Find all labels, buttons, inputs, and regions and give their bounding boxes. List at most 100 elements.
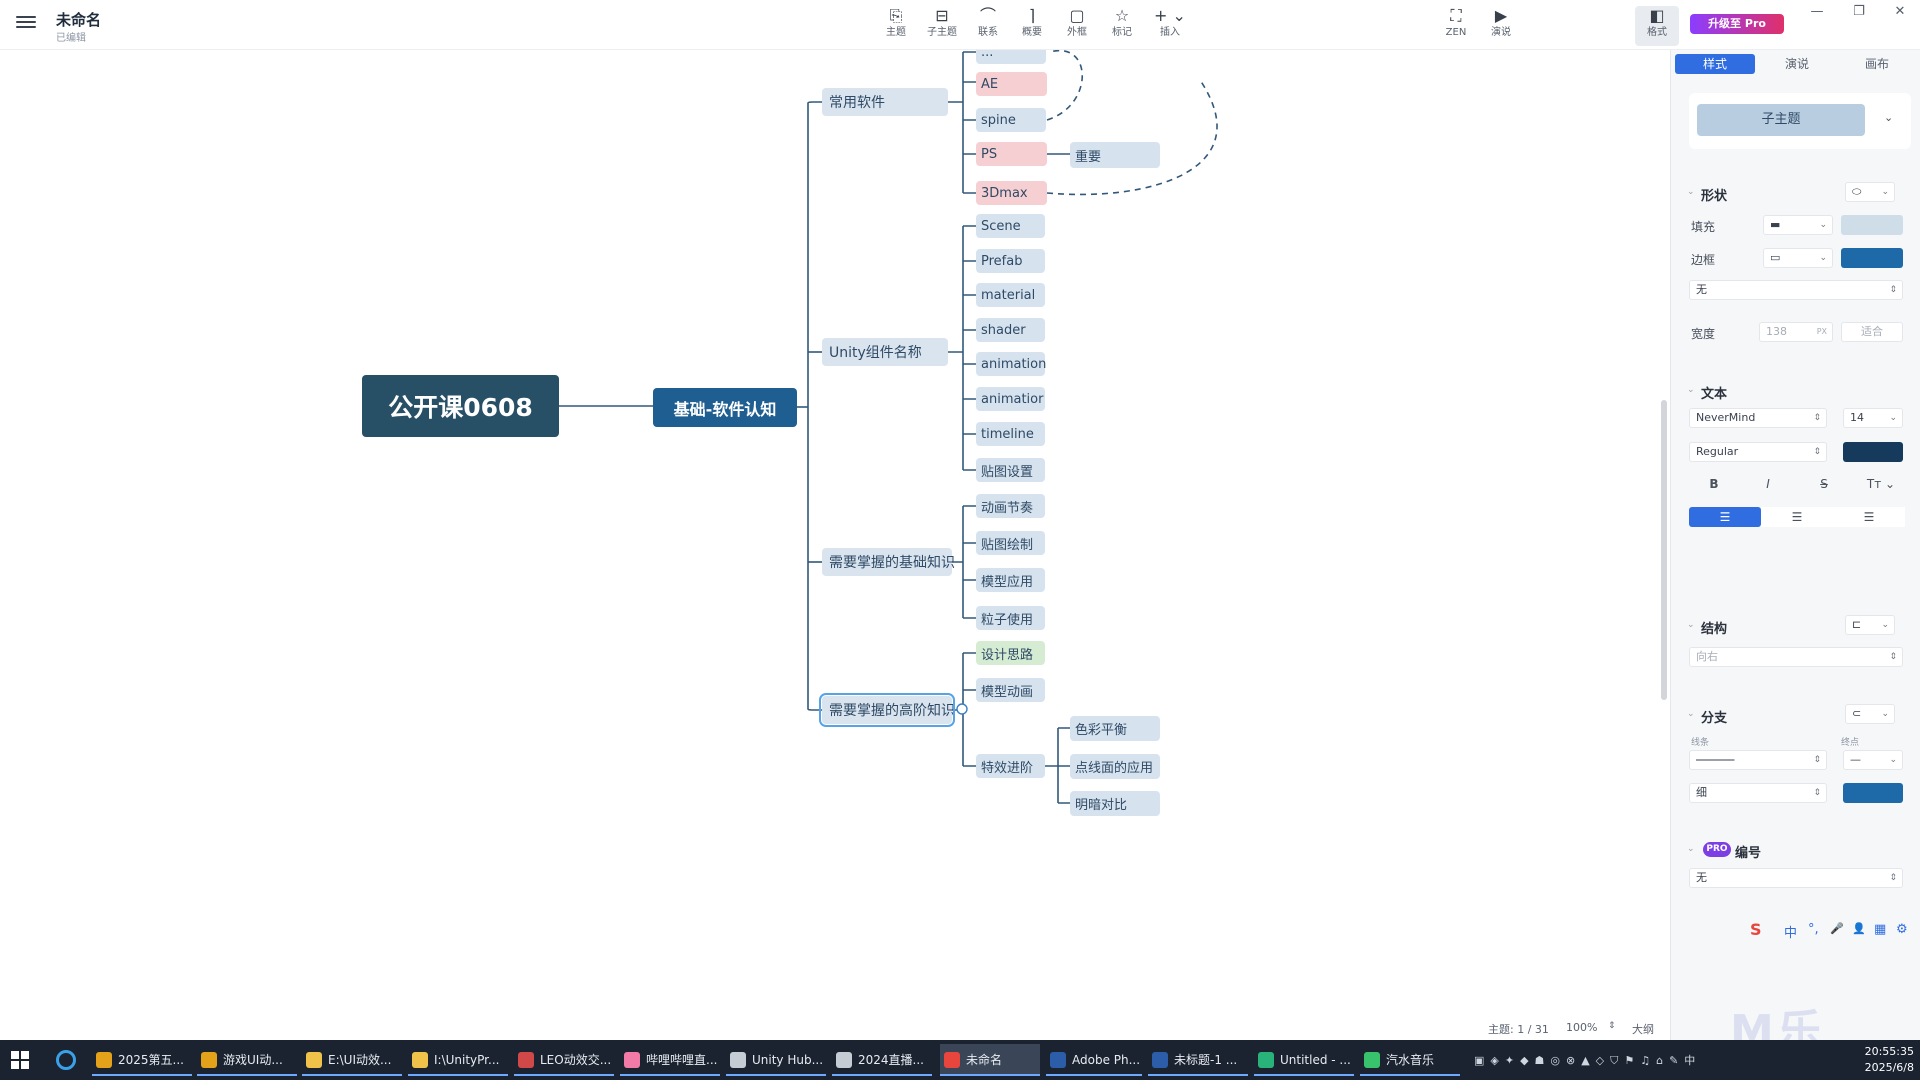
windows-start-icon[interactable] (10, 1050, 30, 1070)
subtopic[interactable]: ... (976, 50, 1046, 64)
structure-type-select[interactable]: ⊏⌄ (1845, 615, 1895, 635)
numbering-select[interactable]: 无⇕ (1689, 868, 1903, 888)
branch-line-select[interactable]: ⎯⎯⎯⎯⎯⎯⎯⇕ (1689, 750, 1827, 770)
subtopic-design-thinking[interactable]: 设计思路 (976, 641, 1045, 665)
text-case-button[interactable]: Tт ⌄ (1866, 477, 1896, 491)
strikethrough-button[interactable]: S (1820, 477, 1828, 491)
tab-style[interactable]: 样式 (1675, 54, 1755, 74)
font-family-select[interactable]: NeverMind⇕ (1689, 408, 1827, 428)
subtopic-3dmax[interactable]: 3Dmax (976, 181, 1047, 205)
zen-mode-button[interactable]: ⛶ ZEN (1434, 6, 1478, 46)
system-tray-icons[interactable]: ▣◈✦◆☗◎⊗▲◇⛉⚑♫⌂✎中 (1474, 1054, 1702, 1067)
chevron-down-icon[interactable]: ⌄ (1884, 111, 1894, 124)
subtopic-texture-settings[interactable]: 贴图设置 (976, 458, 1045, 482)
branch-color-swatch[interactable] (1843, 783, 1903, 803)
subtopic-light-dark-contrast[interactable]: 明暗对比 (1070, 791, 1160, 816)
subtopic-ps[interactable]: PS (976, 142, 1047, 166)
collapse-icon[interactable]: ⌄ (1687, 187, 1695, 197)
taskbar-app-button[interactable]: 2024直播... (832, 1044, 932, 1076)
taskbar-app-button[interactable]: Unity Hub... (726, 1044, 826, 1076)
ie-browser-icon[interactable] (56, 1050, 76, 1070)
marker-button[interactable]: ☆ 标记 (1100, 6, 1144, 46)
subtopic-vfx-advanced[interactable]: 特效进阶 (976, 754, 1045, 778)
ime-user-icon[interactable]: 👤 (1852, 922, 1866, 935)
zoom-level[interactable]: 100% (1566, 1021, 1598, 1034)
upgrade-pro-button[interactable]: 升级至 Pro (1690, 14, 1784, 34)
subtopic-model-usage[interactable]: 模型应用 (976, 568, 1045, 592)
topic-unity-components[interactable]: Unity组件名称 (822, 338, 948, 366)
bold-button[interactable]: B (1709, 477, 1719, 491)
tab-canvas[interactable]: 画布 (1864, 57, 1889, 71)
subtopic-color-balance[interactable]: 色彩平衡 (1070, 716, 1160, 741)
topic-common-software[interactable]: 常用软件 (822, 88, 948, 116)
subtopic-animation[interactable]: animation (976, 352, 1046, 376)
taskbar-app-button[interactable]: E:\UI动效... (302, 1044, 402, 1076)
format-panel-button[interactable]: ◧ 格式 (1635, 6, 1679, 46)
subtopic-important[interactable]: 重要 (1070, 142, 1160, 168)
tab-pitch[interactable]: 演说 (1784, 57, 1809, 71)
root-topic[interactable]: 公开课0608 (362, 375, 559, 437)
align-center-icon[interactable]: ☰ (1761, 507, 1833, 527)
fill-color-swatch[interactable] (1841, 215, 1903, 235)
relationship-button[interactable]: ⌒ 联系 (966, 6, 1010, 46)
ime-toolbox-icon[interactable]: ▦ (1874, 922, 1887, 937)
insert-button[interactable]: + ⌄ 插入 (1148, 6, 1192, 46)
subtopic-spine[interactable]: spine (976, 108, 1046, 132)
taskbar-app-button[interactable]: 游戏UI动... (197, 1044, 297, 1076)
taskbar-app-button[interactable]: 哔哩哔哩直... (620, 1044, 720, 1076)
vertical-scrollbar[interactable] (1659, 50, 1669, 1000)
branch-type-select[interactable]: ⊂⌄ (1845, 704, 1895, 724)
structure-direction-select[interactable]: 向右⇕ (1689, 647, 1903, 667)
zoom-stepper-icon[interactable]: ⇕ (1608, 1021, 1616, 1031)
document-title[interactable]: 未命名 (56, 11, 102, 29)
taskbar-app-button[interactable]: 2025第五... (92, 1044, 192, 1076)
insert-subtopic-button[interactable]: ⊟ 子主题 (920, 6, 964, 46)
taskbar-app-button[interactable]: 未标题-1 ... (1148, 1044, 1248, 1076)
shape-select[interactable]: ⬭⌄ (1845, 182, 1895, 202)
close-icon[interactable]: ✕ (1894, 4, 1906, 19)
taskbar-app-button[interactable]: I:\UnityPr... (408, 1044, 508, 1076)
subtopic-material[interactable]: material (976, 283, 1045, 307)
subtopic-texture-painting[interactable]: 贴图绘制 (976, 531, 1045, 555)
subtopic-ae[interactable]: AE (976, 72, 1047, 96)
insert-topic-button[interactable]: ⎘ 主题 (874, 6, 918, 46)
font-weight-select[interactable]: Regular⇕ (1689, 442, 1827, 462)
topic-advanced-knowledge[interactable]: 需要掌握的高阶知识 (819, 693, 955, 727)
taskbar-app-button[interactable]: Adobe Ph... (1046, 1044, 1142, 1076)
subtopic-shader[interactable]: shader (976, 318, 1045, 342)
fit-width-button[interactable]: 适合 (1841, 322, 1903, 342)
align-left-icon[interactable]: ☰ (1689, 507, 1761, 527)
taskbar-app-button[interactable]: 未命名 (940, 1044, 1040, 1076)
subtopic-style-preview[interactable]: 子主题 (1697, 104, 1865, 136)
align-right-icon[interactable]: ☰ (1833, 507, 1905, 527)
border-color-swatch[interactable] (1841, 248, 1903, 268)
main-topic[interactable]: 基础-软件认知 (653, 388, 797, 427)
ime-voice-icon[interactable]: 🎤 (1830, 922, 1844, 935)
branch-end-select[interactable]: —⌄ (1843, 750, 1903, 770)
taskbar-app-button[interactable]: 汽水音乐 (1360, 1044, 1460, 1076)
ime-punctuation-icon[interactable]: °, (1808, 922, 1819, 937)
subtopic-scene[interactable]: Scene (976, 214, 1045, 238)
subtopic-animatior[interactable]: animatior (976, 387, 1045, 411)
ime-language-toggle[interactable]: 中 (1784, 926, 1798, 941)
subtopic-timeline[interactable]: timeline (976, 422, 1045, 446)
collapse-icon[interactable]: ⌄ (1687, 844, 1695, 854)
taskbar-app-button[interactable]: Untitled - ... (1254, 1044, 1354, 1076)
fill-style-select[interactable]: ▬⌄ (1763, 215, 1833, 235)
subtopic-prefab[interactable]: Prefab (976, 249, 1045, 273)
taskbar-app-button[interactable]: LEO动效交... (514, 1044, 614, 1076)
italic-button[interactable]: I (1766, 477, 1770, 491)
branch-thickness-select[interactable]: 细⇕ (1689, 783, 1827, 803)
system-clock[interactable]: 20:55:35 2025/6/8 (1864, 1045, 1914, 1074)
restore-icon[interactable]: ❐ (1853, 4, 1865, 19)
pitch-button[interactable]: ▶ 演说 (1479, 6, 1523, 46)
topic-basic-knowledge[interactable]: 需要掌握的基础知识 (822, 548, 955, 576)
boundary-button[interactable]: ▢ 外框 (1055, 6, 1099, 46)
ime-settings-icon[interactable]: ⚙ (1896, 922, 1908, 937)
minimize-icon[interactable]: — (1810, 4, 1824, 19)
collapse-icon[interactable]: ⌄ (1687, 620, 1695, 630)
font-size-select[interactable]: 14⌄ (1843, 408, 1903, 428)
collapse-toggle[interactable] (956, 703, 968, 715)
text-color-swatch[interactable] (1843, 442, 1903, 462)
